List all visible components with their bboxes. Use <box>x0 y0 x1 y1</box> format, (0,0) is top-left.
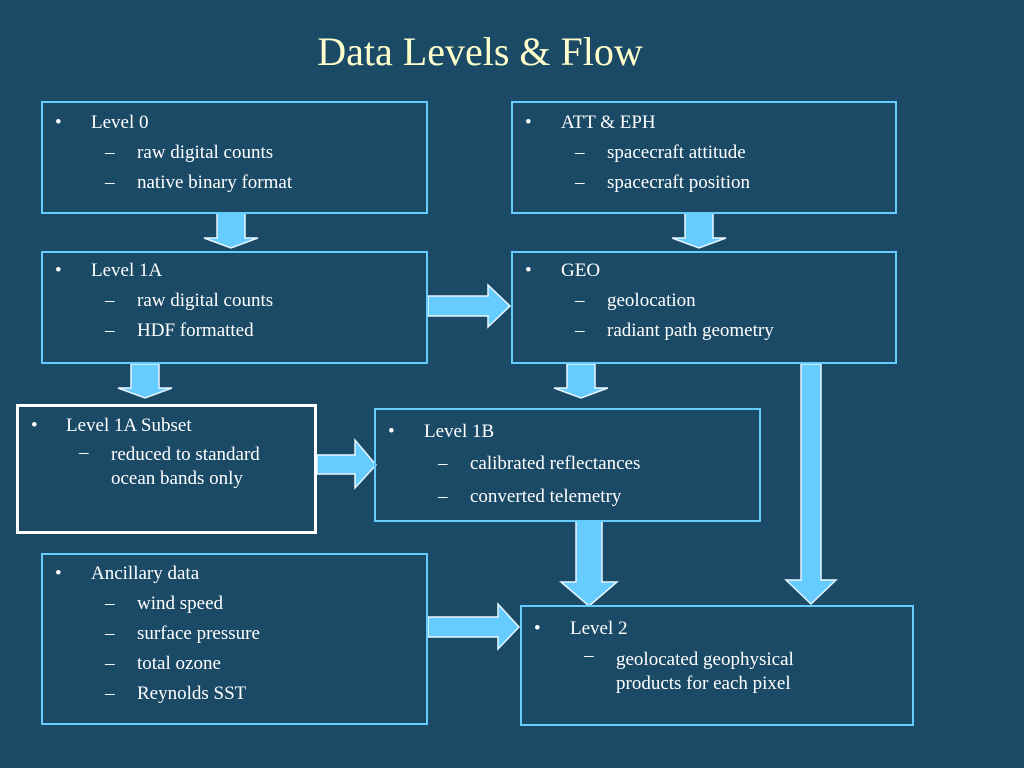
list-item: –geolocation <box>575 290 696 311</box>
box-level1b: • Level 1B –calibrated reflectances –con… <box>374 408 761 522</box>
box-heading: Level 0 <box>91 112 149 133</box>
bullet: • <box>55 563 62 584</box>
list-item: –surface pressure <box>105 623 260 644</box>
list-item: –reduced to standard ocean bands only <box>79 442 260 489</box>
list-item: –total ozone <box>105 653 221 674</box>
list-item: –spacecraft position <box>575 172 750 193</box>
list-item: –native binary format <box>105 172 293 193</box>
arrow-right-level1a-to-geo <box>427 283 512 329</box>
arrow-down-level1b-to-level2 <box>558 520 620 607</box>
box-heading: Level 2 <box>570 618 628 639</box>
list-item: –wind speed <box>105 593 224 614</box>
box-heading: Level 1B <box>424 421 495 442</box>
box-ancillary: • Ancillary data –wind speed –surface pr… <box>41 553 428 725</box>
slide-title: Data Levels & Flow <box>317 29 643 74</box>
box-heading: Ancillary data <box>91 563 200 584</box>
box-heading: Level 1A <box>91 260 163 281</box>
box-level1a-subset: • Level 1A Subset –reduced to standard o… <box>16 404 317 534</box>
arrow-right-ancillary-to-level2 <box>427 602 521 651</box>
bullet: • <box>31 415 38 436</box>
bullet: • <box>55 260 62 281</box>
arrow-down-atteph-to-geo <box>671 212 727 249</box>
bullet: • <box>525 112 532 133</box>
list-item: –calibrated reflectances <box>438 453 641 474</box>
box-att-eph: • ATT & EPH –spacecraft attitude –spacec… <box>511 101 897 214</box>
box-level0: • Level 0 –raw digital counts –native bi… <box>41 101 428 214</box>
list-item: –raw digital counts <box>105 142 274 163</box>
bullet: • <box>525 260 532 281</box>
bullet: • <box>55 112 62 133</box>
arrow-down-level0-to-level1a <box>203 212 259 249</box>
box-geo: • GEO –geolocation –radiant path geometr… <box>511 251 897 364</box>
arrow-right-subset-to-level1b <box>316 437 377 490</box>
box-heading: Level 1A Subset <box>66 415 192 436</box>
box-heading: ATT & EPH <box>561 112 656 133</box>
bullet: • <box>534 618 541 639</box>
box-level1a: • Level 1A –raw digital counts –HDF form… <box>41 251 428 364</box>
arrow-down-level1a-to-subset <box>117 363 173 399</box>
list-item: –radiant path geometry <box>575 320 774 341</box>
list-item: –geolocated geophysical products for eac… <box>584 645 794 694</box>
list-item: –spacecraft attitude <box>575 142 746 163</box>
arrow-down-geo-to-level2 <box>784 363 838 606</box>
arrow-down-geo-to-level1b <box>553 363 609 399</box>
box-heading: GEO <box>561 260 601 281</box>
list-item: –converted telemetry <box>438 486 622 507</box>
box-level2: • Level 2 –geolocated geophysical produc… <box>520 605 914 726</box>
list-item: –raw digital counts <box>105 290 274 311</box>
list-item: –Reynolds SST <box>105 683 247 704</box>
list-item: –HDF formatted <box>105 320 254 341</box>
bullet: • <box>388 421 395 442</box>
